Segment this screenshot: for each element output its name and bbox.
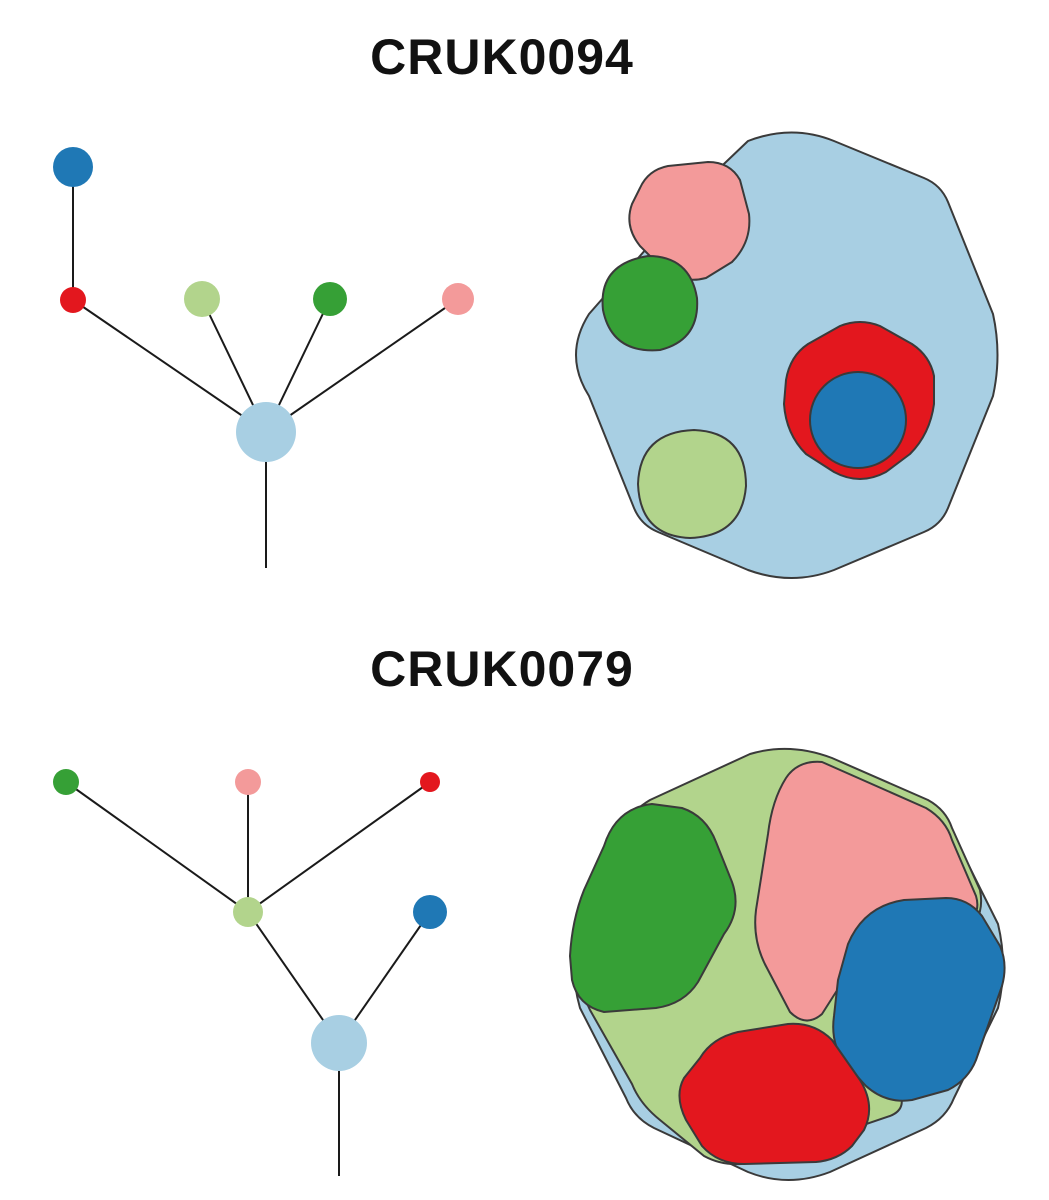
tree-node-trunk [236, 402, 296, 462]
clone-region-pink [628, 161, 751, 281]
clone-region-dark-green [569, 803, 737, 1013]
tree-edge [65, 781, 249, 913]
panel-title-cruk0079: CRUK0079 [370, 641, 634, 697]
tree-edge [72, 299, 267, 433]
tree-node-dark-green [53, 769, 79, 795]
clone-region-light-green [637, 429, 747, 539]
clone-map-cruk0094 [575, 131, 999, 579]
tree-node-dark-blue [53, 147, 93, 187]
clone-map-cruk0079 [569, 747, 1006, 1181]
tree-node-pink [442, 283, 474, 315]
tree-node-dark-green [313, 282, 347, 316]
phylogenetic-tree-cruk0094 [53, 147, 474, 568]
clone-region-dark-blue [832, 897, 1006, 1102]
tree-node-dark-blue [413, 895, 447, 929]
panel-title-cruk0094: CRUK0094 [370, 29, 634, 85]
tree-edge [247, 781, 431, 913]
tree-node-red [60, 287, 86, 313]
clone-region-dark-green [601, 255, 699, 352]
clone-region-dark-blue [809, 371, 907, 469]
tree-node-pink [235, 769, 261, 795]
tree-node-light-green [184, 281, 220, 317]
tree-node-trunk [311, 1015, 367, 1071]
tree-node-light-green [233, 897, 263, 927]
tree-node-red [420, 772, 440, 792]
phylogenetic-tree-cruk0079 [53, 769, 447, 1176]
clone-region-red [678, 1022, 871, 1165]
tree-edge [265, 298, 459, 433]
